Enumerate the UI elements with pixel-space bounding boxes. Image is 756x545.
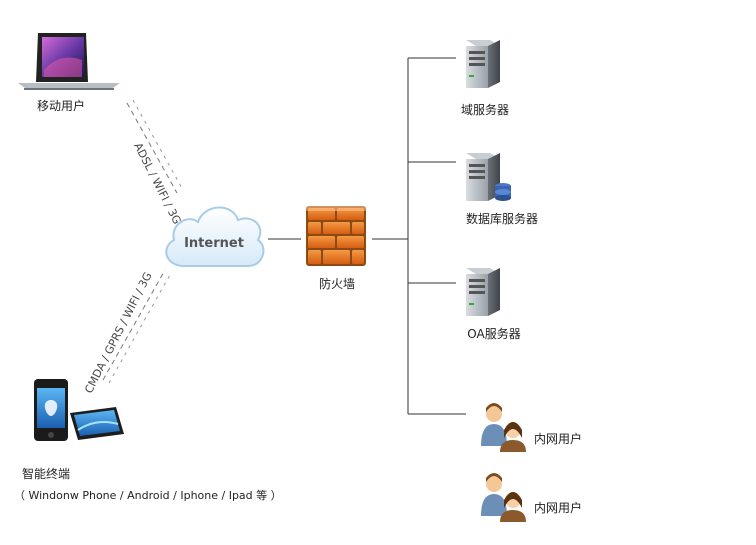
intranet-user-label-1: 内网用户	[534, 432, 583, 446]
intranet-user-label-2: 内网用户	[534, 501, 583, 515]
laptop-icon	[18, 33, 120, 90]
smart-terminal-label: 智能终端	[22, 467, 71, 481]
internet-label: Internet	[184, 236, 244, 251]
intranet-users-icon-1	[481, 403, 526, 452]
terminal-link-line	[102, 269, 172, 384]
mobile-link-line	[126, 99, 184, 194]
internet-cloud-icon	[165, 206, 265, 267]
mobile-user-label: 移动用户	[36, 99, 86, 113]
oa-server-icon	[466, 268, 500, 316]
tablet-icon	[70, 407, 124, 440]
smartphone-icon	[34, 379, 68, 441]
intranet-users-icon-2	[481, 473, 526, 522]
database-server-icon	[466, 153, 511, 201]
database-server-label: 数据库服务器	[465, 212, 539, 226]
smart-terminal-detail: （ Windonw Phone / Android / Iphone / Ipa…	[14, 489, 282, 502]
wired-links	[268, 57, 466, 415]
domain-server-label: 域服务器	[460, 103, 510, 117]
domain-server-icon	[466, 40, 500, 88]
oa-server-label: OA服务器	[467, 327, 521, 341]
firewall-brick-icon	[306, 206, 366, 266]
firewall-label: 防火墙	[318, 277, 356, 291]
